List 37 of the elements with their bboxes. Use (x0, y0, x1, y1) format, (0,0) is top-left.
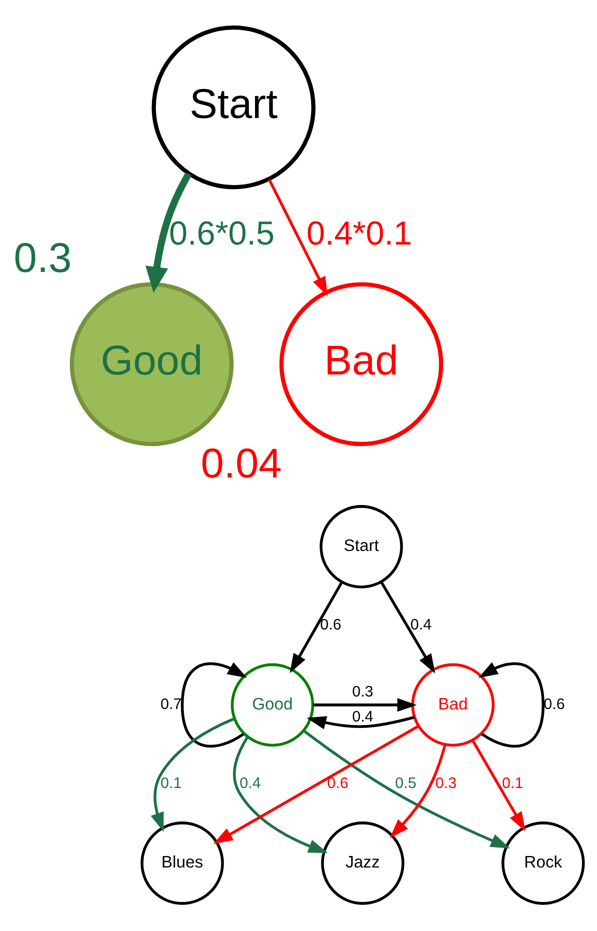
arrow (150, 717, 235, 832)
arrow (478, 662, 545, 748)
edge-label: 0.6 (327, 774, 348, 792)
node-circle: Good (70, 282, 234, 446)
edge-label: 0.6*0.5 (169, 215, 275, 252)
edge-label: 0.4*0.1 (306, 215, 412, 252)
arrow (213, 725, 419, 844)
arrow (390, 744, 446, 838)
node-circle: Rock (502, 822, 585, 905)
arrow (180, 662, 247, 748)
edge-label: 0.1 (502, 774, 524, 792)
edge-label: 0.3 (435, 774, 457, 792)
node-label: 0.3 (14, 234, 72, 281)
arrow (146, 172, 192, 293)
node-circle: Bad (279, 282, 444, 446)
edge-label: 0.4 (410, 616, 432, 634)
edge-label: 0.3 (352, 683, 374, 700)
edge-label: 0.4 (240, 774, 261, 792)
arrow (233, 736, 328, 853)
node-circle: Bad (411, 663, 495, 747)
node-circle: Good (230, 663, 314, 747)
edge-label: 0.5 (395, 774, 416, 792)
edge-label: 0.1 (160, 774, 182, 792)
node-circle: Jazz (321, 822, 404, 905)
arrow (290, 582, 344, 674)
node-circle: Start (152, 25, 316, 190)
edge-label: 0.7 (160, 696, 182, 713)
edge-label: 0.4 (352, 708, 374, 726)
arrow (306, 716, 415, 730)
arrow (312, 698, 417, 712)
edge-label: 0.6 (320, 616, 342, 634)
arrow (268, 178, 328, 296)
node-circle: Start (320, 505, 403, 588)
arrow (380, 581, 436, 674)
arrow (472, 740, 526, 832)
node-circle: Blues (140, 822, 224, 905)
arrow (302, 729, 510, 848)
